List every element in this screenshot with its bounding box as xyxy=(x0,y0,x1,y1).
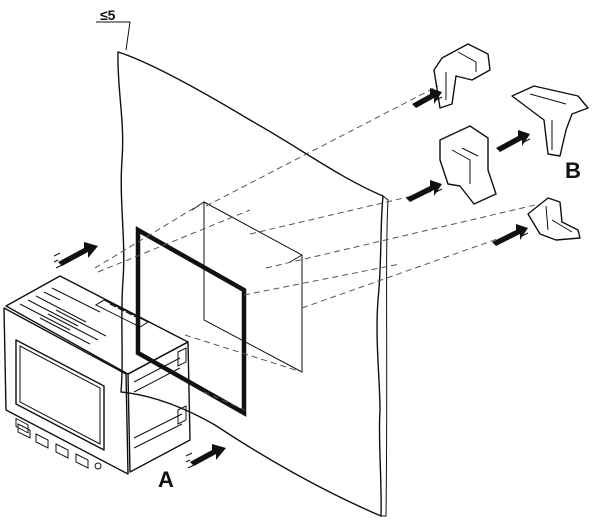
meter-device xyxy=(3,275,191,475)
insert-arrow-a xyxy=(185,444,226,469)
step-b-label: B xyxy=(565,158,581,183)
mounting-clip-b xyxy=(496,85,589,157)
mounting-clip-middle xyxy=(406,125,497,205)
mounting-clip-bottom xyxy=(492,197,581,246)
alignment-guides xyxy=(94,85,536,411)
step-a-label: A xyxy=(158,467,174,492)
panel-cutout-frame xyxy=(135,226,247,417)
insert-arrow-device xyxy=(53,242,98,269)
mounting-clip-top xyxy=(412,43,491,109)
panel-sheet xyxy=(96,21,389,517)
thickness-label: ≤5 xyxy=(100,7,116,23)
